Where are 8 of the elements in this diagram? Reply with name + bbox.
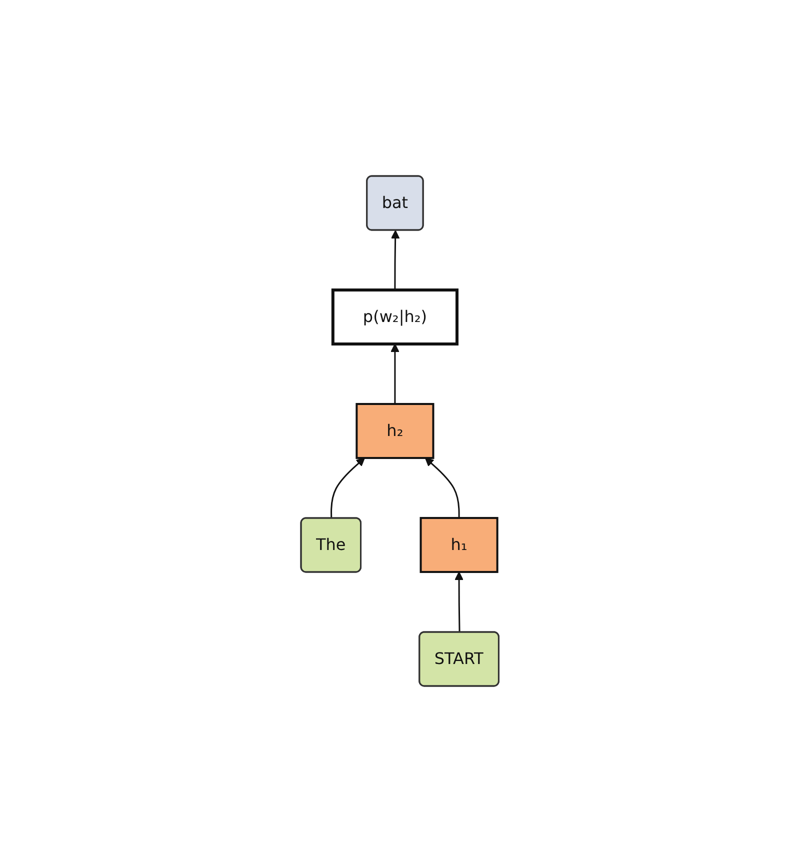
arrow bbox=[330, 458, 365, 518]
arrow bbox=[454, 572, 464, 632]
arrow bbox=[424, 458, 460, 518]
arrow bbox=[390, 344, 399, 404]
node-box: p(w₂|h₂) bbox=[331, 288, 458, 346]
node-box: h₂ bbox=[355, 403, 434, 459]
arrow bbox=[390, 230, 400, 290]
node-box: h₁ bbox=[419, 517, 498, 573]
